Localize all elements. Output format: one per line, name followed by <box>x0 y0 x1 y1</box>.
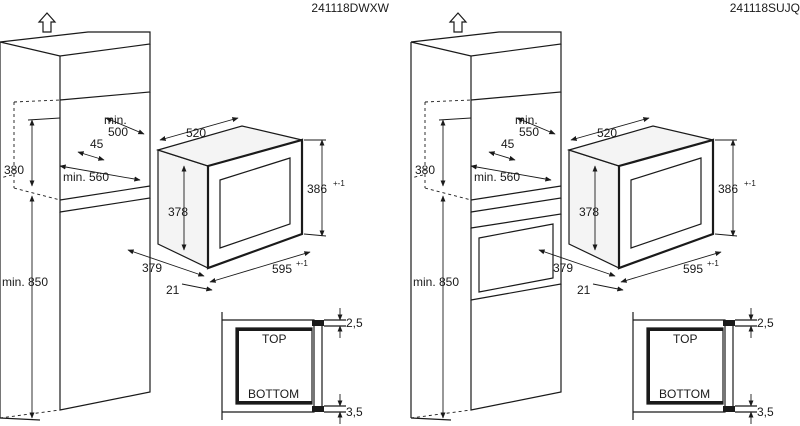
niche-width-label: min. 560 <box>63 170 109 184</box>
oven-height-front-label: 378 <box>579 205 599 219</box>
oven <box>155 125 304 270</box>
niche-depth-value-label: 500 <box>108 125 128 139</box>
top-label: TOP <box>673 332 697 346</box>
oven-height-front-label: 378 <box>168 205 188 219</box>
front-width-label: 595 <box>683 262 703 276</box>
oven-width-label: 520 <box>597 126 617 140</box>
section-detail: TOP BOTTOM 2,5 3,5 <box>221 308 363 424</box>
oven-height-side-tolerance: +-1 <box>333 179 345 188</box>
niche-offset-label: 45 <box>501 137 515 151</box>
cabinet-dimensions: 380 min. 850 min. 500 45 min. 560 <box>2 113 145 419</box>
model-code: 241118DWXW <box>311 1 389 15</box>
gap-bottom-label: 3,5 <box>757 405 774 419</box>
niche-width-label: min. 560 <box>474 170 520 184</box>
oven-height-side-tolerance: +-1 <box>744 179 756 188</box>
oven-depth-label: 379 <box>142 261 162 275</box>
oven-height-side-label: 386 <box>718 182 738 196</box>
ventilation-arrow-icon <box>37 12 57 33</box>
cabinet-height-label: min. 850 <box>413 275 459 289</box>
cabinet <box>410 31 562 421</box>
cabinet-dimensions: 380 min. 850 min. 550 45 min. 560 <box>413 113 556 419</box>
front-depth-label: 21 <box>166 283 180 297</box>
niche-depth-min-label: min. <box>104 113 127 127</box>
bottom-label: BOTTOM <box>659 387 710 401</box>
oven-dimensions: 520 378 386 +-1 379 595 +-1 21 <box>127 117 345 297</box>
ventilation-arrow-icon <box>448 12 468 33</box>
top-label: TOP <box>262 332 286 346</box>
cabinet <box>0 31 151 421</box>
front-width-tolerance: +-1 <box>707 259 719 268</box>
gap-bottom-label: 3,5 <box>346 405 363 419</box>
niche-height-label: 380 <box>415 163 435 177</box>
front-width-tolerance: +-1 <box>296 259 308 268</box>
niche-height-label: 380 <box>4 163 24 177</box>
front-depth-label: 21 <box>577 283 591 297</box>
oven-dimensions: 520 378 386 +-1 379 595 +-1 21 <box>538 117 756 297</box>
gap-top-label: 2,5 <box>757 316 774 330</box>
left-variant: 241118DWXW <box>0 1 390 424</box>
right-variant: 241118SUJQ 3 <box>410 1 800 424</box>
oven <box>566 125 715 270</box>
front-width-label: 595 <box>272 262 292 276</box>
niche-depth-min-label: min. <box>515 113 538 127</box>
oven-depth-label: 379 <box>553 261 573 275</box>
niche-depth-value-label: 550 <box>519 125 539 139</box>
model-code: 241118SUJQ <box>730 1 800 15</box>
oven-width-label: 520 <box>186 126 206 140</box>
gap-top-label: 2,5 <box>346 316 363 330</box>
oven-height-side-label: 386 <box>307 182 327 196</box>
section-detail: TOP BOTTOM 2,5 3,5 <box>632 308 774 424</box>
cabinet-height-label: min. 850 <box>2 275 48 289</box>
bottom-label: BOTTOM <box>248 387 299 401</box>
niche-offset-label: 45 <box>90 137 104 151</box>
